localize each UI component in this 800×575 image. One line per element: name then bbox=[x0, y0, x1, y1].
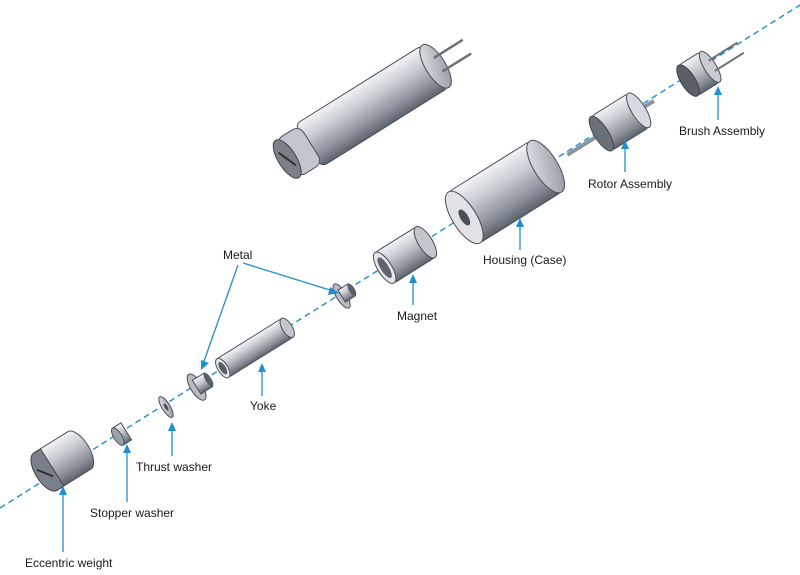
yoke-part bbox=[215, 317, 295, 379]
label-yoke: Yoke bbox=[250, 399, 277, 413]
leader-brush-assembly bbox=[714, 86, 722, 120]
leader-housing bbox=[516, 218, 524, 250]
label-magnet: Magnet bbox=[397, 309, 438, 323]
brush-assembly-part bbox=[676, 41, 745, 97]
thrust-washer-part bbox=[158, 396, 174, 418]
metal-part-lower bbox=[186, 372, 214, 401]
leader-yoke bbox=[258, 363, 266, 396]
leader-thrust-washer bbox=[168, 422, 176, 456]
leader-rotor-assembly bbox=[621, 140, 629, 172]
label-housing: Housing (Case) bbox=[483, 253, 566, 267]
label-thrust-washer: Thrust washer bbox=[136, 460, 212, 474]
leader-stopper-washer bbox=[123, 444, 131, 502]
label-eccentric-weight: Eccentric weight bbox=[25, 556, 113, 570]
label-stopper-washer: Stopper washer bbox=[90, 506, 174, 520]
stopper-washer-part bbox=[110, 422, 133, 446]
leader-eccentric-weight bbox=[59, 486, 67, 552]
magnet-part bbox=[372, 226, 438, 284]
eccentric-weight-part bbox=[30, 430, 95, 492]
metal-part-upper bbox=[332, 283, 357, 309]
leader-magnet bbox=[409, 274, 417, 305]
leader-metal bbox=[201, 262, 339, 370]
label-rotor-assembly: Rotor Assembly bbox=[588, 177, 672, 191]
label-metal: Metal bbox=[223, 248, 252, 262]
label-brush-assembly: Brush Assembly bbox=[679, 124, 765, 138]
housing-part bbox=[444, 139, 566, 245]
assembled-motor bbox=[272, 38, 472, 179]
rotor-assembly-part bbox=[566, 92, 655, 157]
